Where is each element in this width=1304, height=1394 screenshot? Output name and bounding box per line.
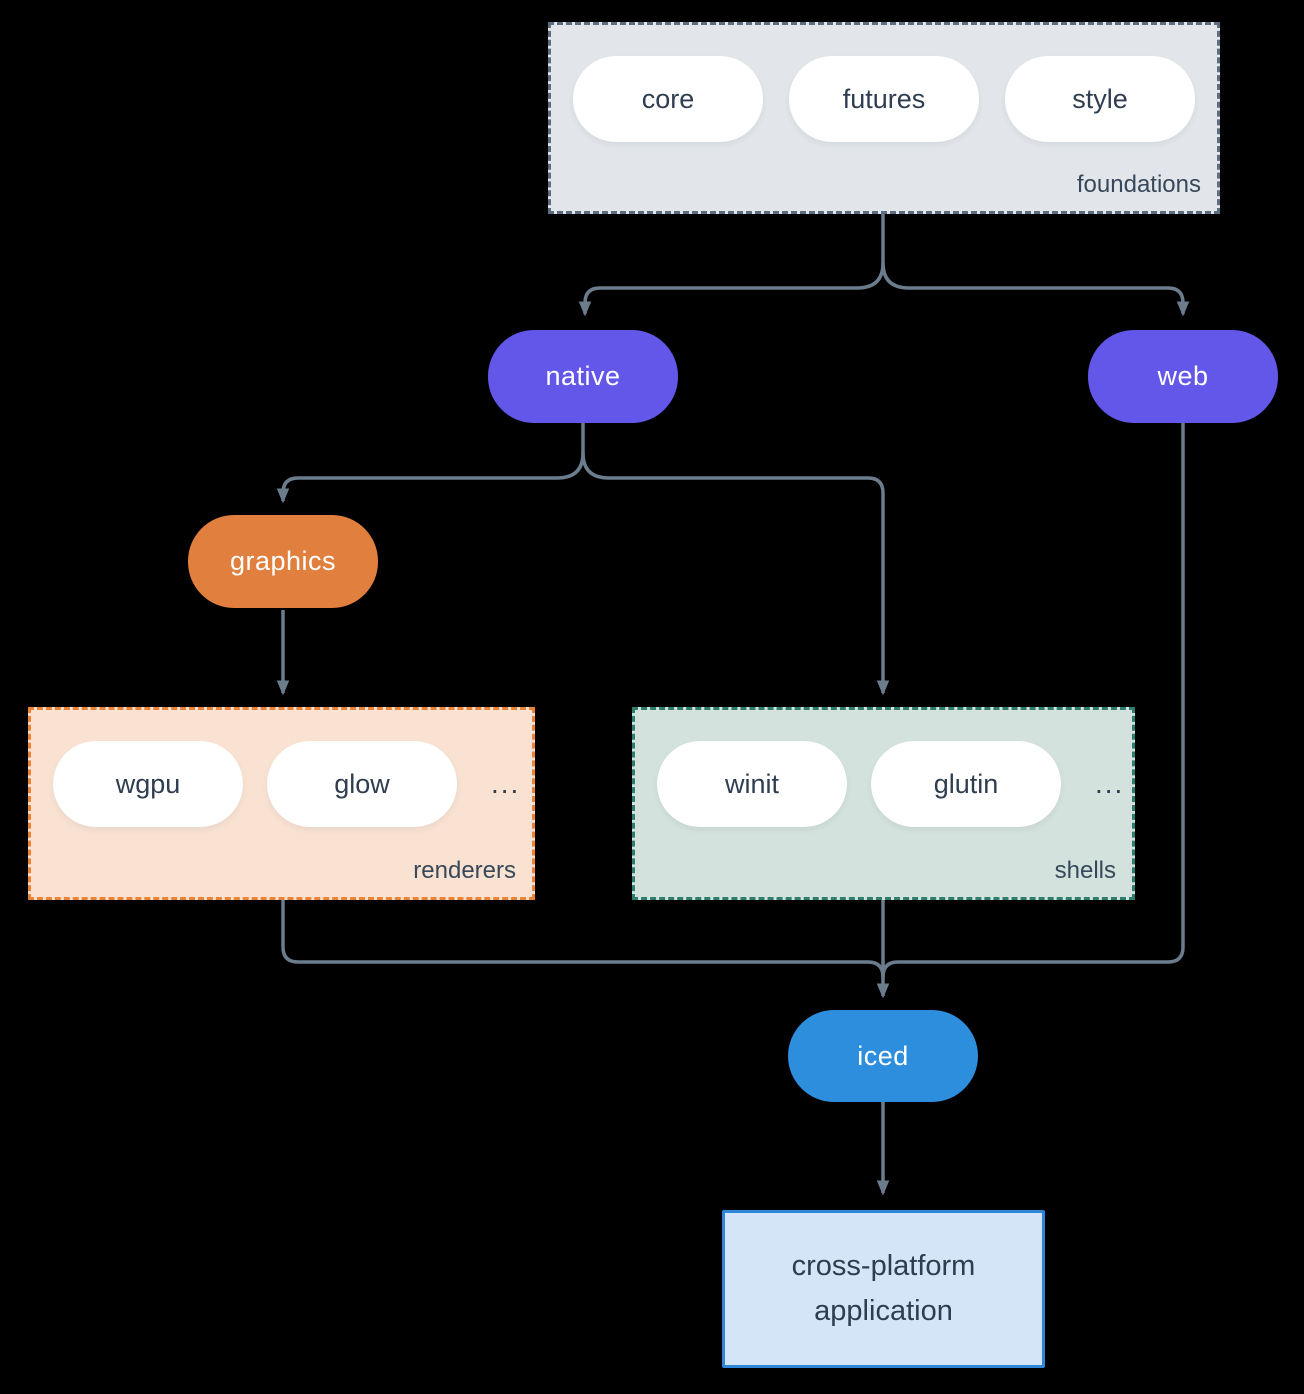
pill-glutin: glutin xyxy=(871,741,1061,827)
foundations-group: core futures style foundations xyxy=(548,22,1220,214)
renderers-ellipsis: ... xyxy=(491,768,521,799)
edge-foundations-web xyxy=(881,262,1190,317)
application-box: cross-platform application xyxy=(722,1210,1045,1368)
foundations-group-label: foundations xyxy=(1076,171,1201,198)
node-web: web xyxy=(1088,330,1278,423)
node-native: native xyxy=(488,330,678,423)
node-iced: iced xyxy=(788,1010,978,1102)
edge-foundations-native xyxy=(578,262,885,317)
pill-winit: winit xyxy=(657,741,847,827)
renderers-group: wgpu glow ... renderers xyxy=(28,707,535,900)
renderers-group-label: renderers xyxy=(413,857,516,884)
edge-native-shells xyxy=(581,452,890,696)
shells-group: winit glutin ... shells xyxy=(632,707,1135,900)
shells-ellipsis: ... xyxy=(1095,768,1125,799)
application-label-line2: application xyxy=(814,1295,953,1327)
pill-glow: glow xyxy=(267,741,457,827)
foundations-items: core futures style xyxy=(551,25,1217,142)
pill-wgpu: wgpu xyxy=(53,741,243,827)
edge-native-graphics xyxy=(276,452,585,504)
pill-core: core xyxy=(573,56,763,142)
renderers-items: wgpu glow ... xyxy=(31,710,532,827)
shells-group-label: shells xyxy=(1054,857,1116,884)
shells-items: winit glutin ... xyxy=(635,710,1132,827)
pill-futures: futures xyxy=(789,56,979,142)
pill-style: style xyxy=(1005,56,1195,142)
node-graphics: graphics xyxy=(188,515,378,608)
edge-renderers-iced xyxy=(281,900,885,978)
application-label-line1: cross-platform xyxy=(791,1250,976,1283)
